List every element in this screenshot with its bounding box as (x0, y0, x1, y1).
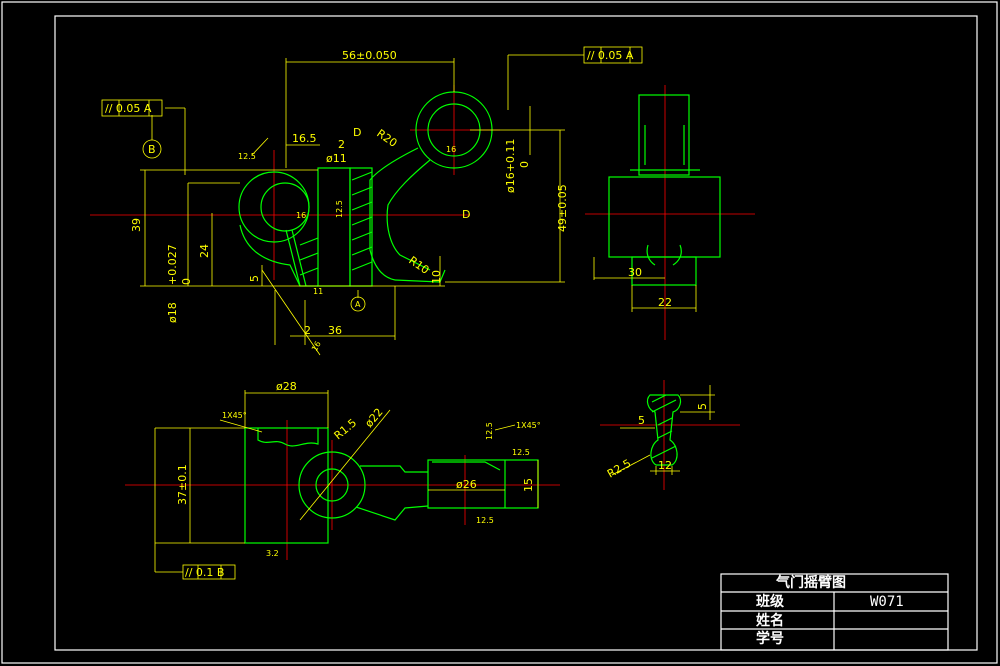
rough-3-2: 3.2 (266, 549, 279, 558)
dim-d1: D (353, 126, 361, 139)
inner-frame (54, 15, 978, 651)
dim-1x45-b: 1X45° (516, 421, 541, 430)
rough-12-5-b: 12.5 (335, 200, 344, 218)
side-view: 30 22 (585, 85, 755, 340)
class-label: 班级 (756, 593, 785, 610)
dim-r20: R20 (374, 127, 399, 150)
dim-2-b: 2 (304, 324, 311, 337)
dim-phi16-b: 0 (518, 161, 531, 168)
dim-5: 5 (248, 275, 261, 282)
class-value: W071 (870, 594, 904, 610)
dim-d2: D (462, 208, 470, 221)
drawing-title: 气门摇臂图 (775, 574, 846, 591)
dim-section-r2-5: R2.5 (605, 457, 633, 481)
dim-phi22: ø22 (362, 406, 385, 430)
section-view: 5 5 12 R2.5 (600, 380, 740, 490)
dim-22: 22 (658, 296, 672, 309)
rough-16-b: 16 (296, 211, 306, 220)
dim-phi28: ø28 (276, 380, 297, 393)
dim-1x45-a: 1X45° (222, 411, 247, 420)
dim-tol-0: 0 (180, 278, 193, 285)
title-block: 气门摇臂图 班级 W071 姓名 学号 (720, 573, 949, 651)
dim-24: 24 (198, 244, 211, 258)
rough-12-5-c: 12.5 (485, 422, 494, 440)
rough-16-a: 16 (446, 145, 456, 154)
dim-36: 36 (328, 324, 342, 337)
dim-16-5: 16.5 (292, 132, 317, 145)
tol-frame-top: // 0.05 A (587, 49, 634, 62)
dim-56: 56±0.050 (342, 49, 397, 62)
dim-49: 49±0.05 (556, 184, 569, 232)
dim-11: 11 (313, 287, 323, 296)
dim-section-5b: 5 (696, 403, 709, 410)
id-label: 学号 (756, 630, 784, 647)
datum-a: A (355, 300, 361, 309)
rough-16-c: 16 (310, 340, 323, 353)
dim-r1-5: R1.5 (332, 416, 360, 442)
dim-phi16: ø16+0.11 (504, 139, 517, 193)
dim-15: 15 (522, 478, 535, 492)
bottom-view: // 0.1 B ø28 1X45° R1.5 ø22 37±0.1 3.2 ø… (125, 380, 560, 580)
rough-12-5-a: 12.5 (238, 152, 256, 161)
dim-phi26: ø26 (456, 478, 477, 491)
dim-tol-027: +0.027 (166, 244, 179, 285)
dim-37: 37±0.1 (176, 464, 189, 505)
dim-section-12: 12 (658, 459, 672, 472)
rough-12-5-e: 12.5 (476, 516, 494, 525)
rough-12-5-d: 12.5 (512, 448, 530, 457)
tol-frame-left: // 0.05 A (105, 102, 152, 115)
dim-section-5a: 5 (638, 414, 645, 427)
dim-10: 10 (430, 270, 443, 284)
tol-frame-b: // 0.1 B (185, 566, 224, 579)
dim-phi18: ø18 (166, 302, 179, 323)
name-label: 姓名 (756, 612, 784, 629)
front-view: // 0.05 A // 0.05 A B A 56±0.050 16.5 2 … (90, 46, 643, 356)
dim-phi11: ø11 (326, 152, 347, 165)
datum-b: B (148, 143, 156, 156)
dim-39: 39 (130, 218, 143, 232)
dim-r10: R10 (406, 254, 431, 277)
dim-30: 30 (628, 266, 642, 279)
dim-2: 2 (338, 138, 345, 151)
